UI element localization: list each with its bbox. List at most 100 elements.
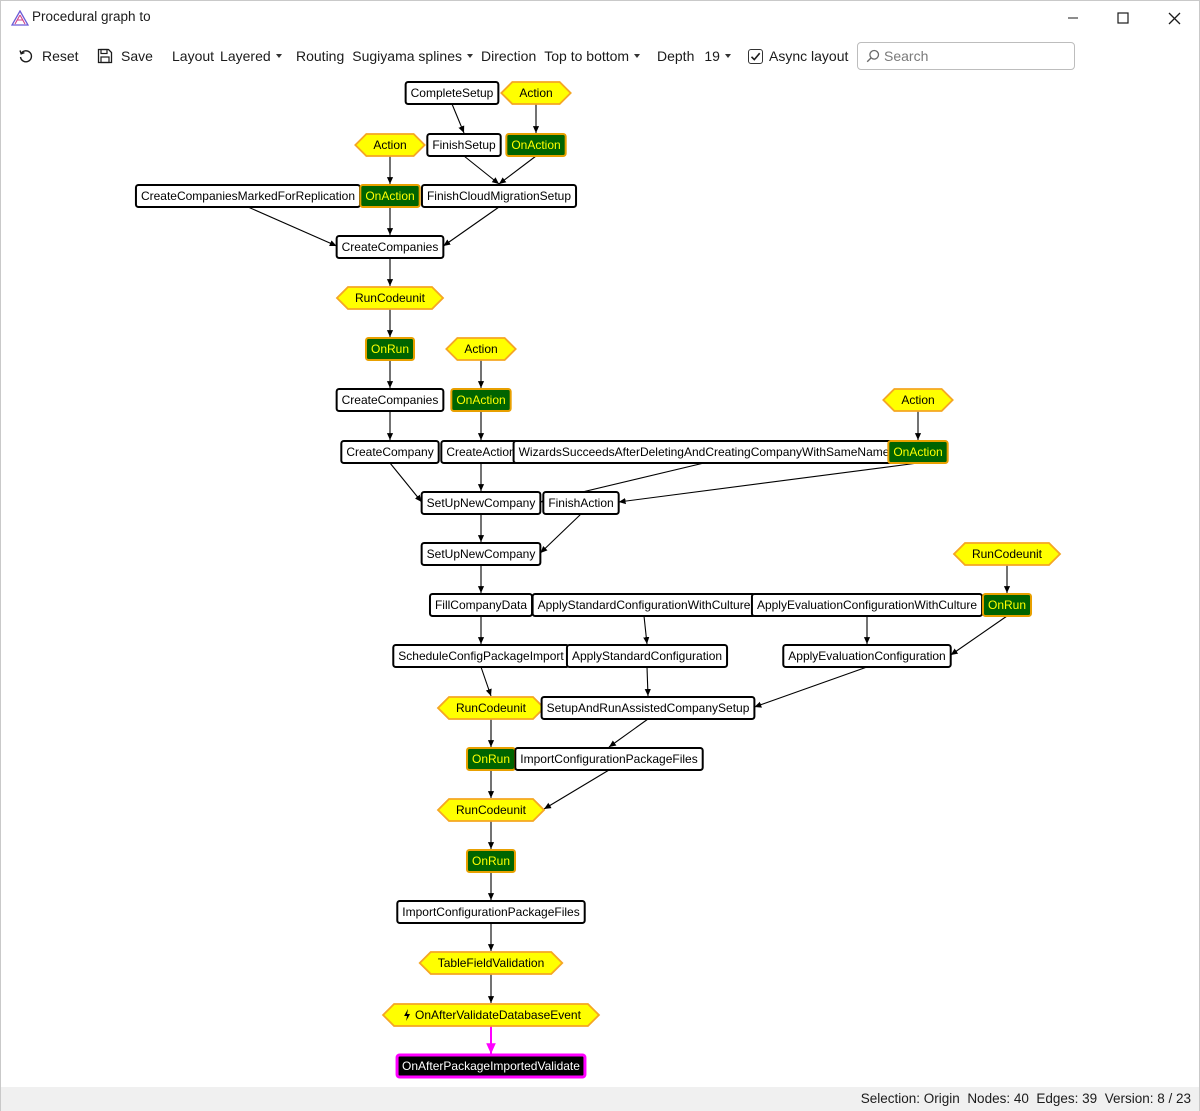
maximize-button[interactable] [1098, 1, 1148, 35]
maximize-icon [1117, 12, 1129, 24]
layout-label: Layout [172, 48, 215, 64]
async-layout-checkbox[interactable]: Async layout [748, 39, 848, 73]
graph-node-procedure[interactable]: ImportConfigurationPackageFiles [396, 900, 586, 924]
graph-node-procedure[interactable]: SetUpNewCompany [420, 491, 542, 515]
graph-node-origin[interactable]: OnAfterPackageImportedValidate [395, 1053, 587, 1079]
graph-node-procedure[interactable]: CreateCompanies [335, 388, 445, 412]
graph-node-procedure[interactable]: ApplyEvaluationConfigurationWithCulture [750, 593, 984, 617]
graph-node-event[interactable]: TableFieldValidation [418, 951, 564, 975]
graph-node-label: FinishSetup [432, 138, 496, 152]
graph-node-event[interactable]: Action [500, 81, 572, 105]
handler-node-shape [364, 337, 416, 361]
graph-node-procedure[interactable]: WizardsSucceedsAfterDeletingAndCreatingC… [512, 440, 896, 464]
graph-node-procedure[interactable]: ScheduleConfigPackageImport [392, 644, 570, 668]
routing-value: Sugiyama splines [352, 48, 462, 64]
search-box[interactable] [857, 42, 1075, 70]
graph-edge [498, 155, 537, 185]
graph-node-label: WizardsSucceedsAfterDeletingAndCreatingC… [519, 445, 890, 459]
graph-node-procedure[interactable]: CreateCompanies [335, 235, 445, 259]
search-input[interactable] [884, 48, 1064, 64]
graph-node-event[interactable]: Action [354, 133, 426, 157]
graph-node-event[interactable]: RunCodeunit [436, 696, 546, 720]
chevron-down-icon [275, 54, 282, 58]
graph-node-label: CreateCompanies [342, 393, 439, 407]
graph-node-label: SetUpNewCompany [427, 547, 536, 561]
handler-node-shape [981, 593, 1033, 617]
graph-node-handler[interactable]: OnAction [450, 388, 512, 412]
graph-node-event[interactable]: RunCodeunit [436, 798, 546, 822]
procedure-node-shape [340, 440, 440, 464]
reset-button[interactable]: Reset [18, 39, 79, 73]
depth-dropdown[interactable]: Depth 19 [657, 39, 731, 73]
reset-icon [19, 50, 33, 63]
minimize-button[interactable] [1048, 1, 1098, 35]
graph-node-procedure[interactable]: FinishSetup [426, 133, 502, 157]
status-selection: Selection: Origin [860, 1091, 960, 1106]
graph-node-handler[interactable]: OnAction [359, 184, 421, 208]
graph-node-procedure[interactable]: SetupAndRunAssistedCompanySetup [540, 696, 756, 720]
save-button[interactable]: Save [97, 39, 153, 73]
depth-value: 19 [704, 48, 720, 64]
graph-node-handler[interactable]: OnRun [465, 747, 517, 771]
graph-node-handler[interactable]: OnRun [465, 849, 517, 873]
status-version: Version: 8 / 23 [1104, 1091, 1191, 1106]
graph-node-label: CreateCompany [346, 445, 433, 459]
chevron-down-icon [724, 54, 731, 58]
graph-node-handler[interactable]: OnRun [981, 593, 1033, 617]
graph-node-label: Action [519, 86, 552, 100]
graph-node-procedure[interactable]: ApplyStandardConfiguration [565, 644, 729, 668]
window-title: Procedural graph to [32, 9, 151, 24]
checkbox-box[interactable] [748, 48, 763, 64]
graph-node-handler[interactable]: OnRun [364, 337, 416, 361]
graph-edge [480, 666, 492, 697]
chevron-down-icon [467, 54, 473, 58]
event-node-shape [500, 81, 572, 105]
graph-node-label: FinishAction [548, 496, 613, 510]
status-text: Selection: Origin Nodes: 40 Edges: 39 Ve… [861, 1091, 1191, 1106]
graph-node-procedure[interactable]: FinishAction [542, 491, 620, 515]
graph-node-procedure[interactable]: ApplyEvaluationConfiguration [782, 644, 952, 668]
status-edges: Edges: 39 [1036, 1091, 1098, 1106]
procedure-node-shape [396, 900, 586, 924]
graph-edge [247, 206, 337, 247]
direction-dropdown[interactable]: Direction Top to bottom [481, 39, 641, 73]
graph-node-handler[interactable]: OnAction [887, 440, 949, 464]
lightning-bolt-icon [404, 1009, 411, 1021]
graph-node-event[interactable]: RunCodeunit [952, 542, 1062, 566]
graph-node-procedure[interactable]: SetUpNewCompany [420, 542, 542, 566]
graph-node-label: OnRun [371, 342, 409, 356]
title-bar[interactable]: Procedural graph to [1, 1, 1199, 35]
graph-node-event[interactable]: RunCodeunit [335, 286, 445, 310]
graph-node-procedure[interactable]: CreateCompany [340, 440, 440, 464]
graph-node-procedure[interactable]: CompleteSetup [404, 81, 500, 105]
close-button[interactable] [1149, 1, 1199, 35]
procedure-node-shape [782, 644, 952, 668]
layout-dropdown[interactable]: Layout Layered [172, 39, 282, 73]
graph-node-procedure[interactable]: ImportConfigurationPackageFiles [514, 747, 704, 771]
graph-node-event[interactable]: Action [445, 337, 517, 361]
origin-node-shape [395, 1053, 587, 1079]
graph-node-event[interactable]: OnAfterValidateDatabaseEvent [381, 1003, 601, 1027]
procedure-node-shape [540, 696, 756, 720]
graph-node-event[interactable]: Action [882, 388, 954, 412]
minimize-icon [1068, 17, 1078, 19]
graph-node-procedure[interactable]: FillCompanyData [428, 593, 534, 617]
graph-node-label: ApplyStandardConfiguration [572, 649, 722, 663]
graph-edge [443, 206, 500, 247]
graph-node-procedure[interactable]: CreateCompaniesMarkedForReplication [134, 184, 362, 208]
graph-edge [463, 155, 500, 185]
save-icon [97, 48, 113, 64]
graph-node-label: SetUpNewCompany [427, 496, 536, 510]
toolbar: Reset Save Layout Layered Routing Sugiya… [1, 39, 1199, 73]
graph-node-procedure[interactable]: CreateAction [440, 440, 522, 464]
depth-label: Depth [657, 48, 695, 64]
graph-edge [608, 718, 649, 748]
graph-node-label: RunCodeunit [972, 547, 1043, 561]
graph-node-handler[interactable]: OnAction [505, 133, 567, 157]
app-logo-icon [11, 10, 29, 26]
graph-node-procedure[interactable]: FinishCloudMigrationSetup [420, 184, 578, 208]
routing-dropdown[interactable]: Routing Sugiyama splines [296, 39, 473, 73]
graph-node-procedure[interactable]: ApplyStandardConfigurationWithCulture [531, 593, 757, 617]
